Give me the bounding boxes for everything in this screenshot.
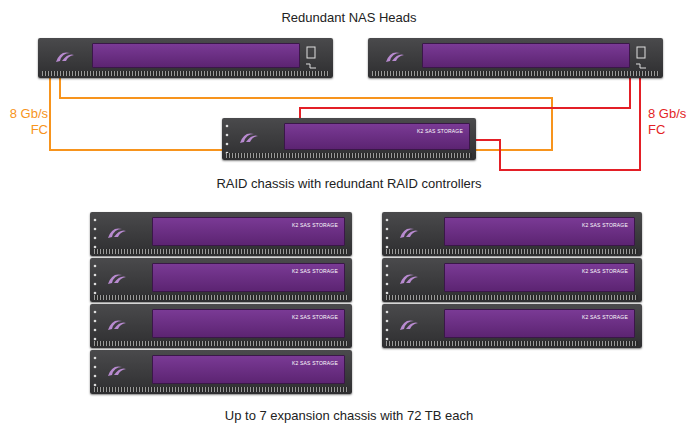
brand-logo [108,274,126,284]
front-panel: K2 SAS STORAGE [444,309,635,338]
status-led [94,357,97,360]
fibre-channel-link [50,78,222,150]
model-label: K2 SAS STORAGE [582,268,628,274]
status-led [94,320,97,323]
status-led [386,228,389,231]
front-panel: K2 SAS STORAGE [152,217,345,246]
status-led [94,265,97,268]
status-led [386,311,389,314]
status-led [226,143,229,146]
status-led [94,228,97,231]
model-label: K2 SAS STORAGE [582,222,628,228]
vent-grille [94,387,348,392]
vent-grille [372,71,659,76]
brand-logo [108,366,126,376]
front-panel: K2 SAS STORAGE [152,263,345,292]
status-led [94,338,97,341]
caption-label: Up to 7 expansion chassis with 72 TB eac… [225,408,473,423]
caption-label: Redundant NAS Heads [281,10,416,25]
brand-logo [240,133,258,143]
model-label: K2 SAS STORAGE [292,360,338,366]
model-label: K2 SAS STORAGE [582,314,628,320]
status-led [386,219,389,222]
front-panel: K2 SAS STORAGE [152,309,345,338]
vent-grille [386,295,638,300]
vent-grille [42,71,329,76]
status-led [94,329,97,332]
front-panel: K2 SAS STORAGE [444,263,635,292]
status-led [94,219,97,222]
expansion-chassis: K2 SAS STORAGE [382,212,642,256]
status-led [386,274,389,277]
status-led [94,274,97,277]
status-led [94,384,97,387]
nas-head [38,38,333,78]
port-icon [307,47,315,58]
status-led [386,246,389,249]
front-panel: K2 SAS STORAGE [444,217,635,246]
model-label: K2 SAS STORAGE [292,314,338,320]
status-led [94,292,97,295]
status-led [94,237,97,240]
vent-grille [94,295,348,300]
brand-logo [400,320,418,330]
port-icon [636,64,646,68]
status-led [94,366,97,369]
status-led [94,375,97,378]
nas-head [368,38,663,78]
model-label: K2 SAS STORAGE [417,128,463,134]
raid-chassis: K2 SAS STORAGE [222,118,476,160]
vent-grille [94,341,348,346]
status-led [386,329,389,332]
brand-logo [400,228,418,238]
status-led [386,283,389,286]
status-led [386,338,389,341]
brand-logo [400,274,418,284]
status-led [386,320,389,323]
model-label: K2 SAS STORAGE [292,222,338,228]
front-panel: K2 SAS STORAGE [284,123,470,150]
link-speed-label: 8 Gb/s FC [648,106,692,138]
expansion-chassis: K2 SAS STORAGE [90,304,352,348]
status-led [386,265,389,268]
expansion-chassis: K2 SAS STORAGE [90,350,352,394]
status-led [226,134,229,137]
front-panel [422,43,630,68]
port-icon [637,47,645,58]
status-led [94,311,97,314]
status-led [386,292,389,295]
expansion-chassis: K2 SAS STORAGE [90,212,352,256]
front-panel [92,43,300,68]
vent-grille [226,153,472,158]
status-led [94,246,97,249]
status-led [226,125,229,128]
caption-label: RAID chassis with redundant RAID control… [216,176,481,191]
vent-grille [94,249,348,254]
brand-logo [56,52,74,62]
status-led [94,283,97,286]
brand-logo [386,52,404,62]
link-speed-label: 8 Gb/s FC [4,106,48,138]
port-icon [306,64,316,68]
status-led [386,237,389,240]
fibre-channel-link [476,78,640,170]
expansion-chassis: K2 SAS STORAGE [90,258,352,302]
expansion-chassis: K2 SAS STORAGE [382,304,642,348]
expansion-chassis: K2 SAS STORAGE [382,258,642,302]
front-panel: K2 SAS STORAGE [152,355,345,384]
brand-logo [108,320,126,330]
vent-grille [386,249,638,254]
vent-grille [386,341,638,346]
brand-logo [108,228,126,238]
model-label: K2 SAS STORAGE [292,268,338,274]
fibre-channel-link [300,78,630,118]
